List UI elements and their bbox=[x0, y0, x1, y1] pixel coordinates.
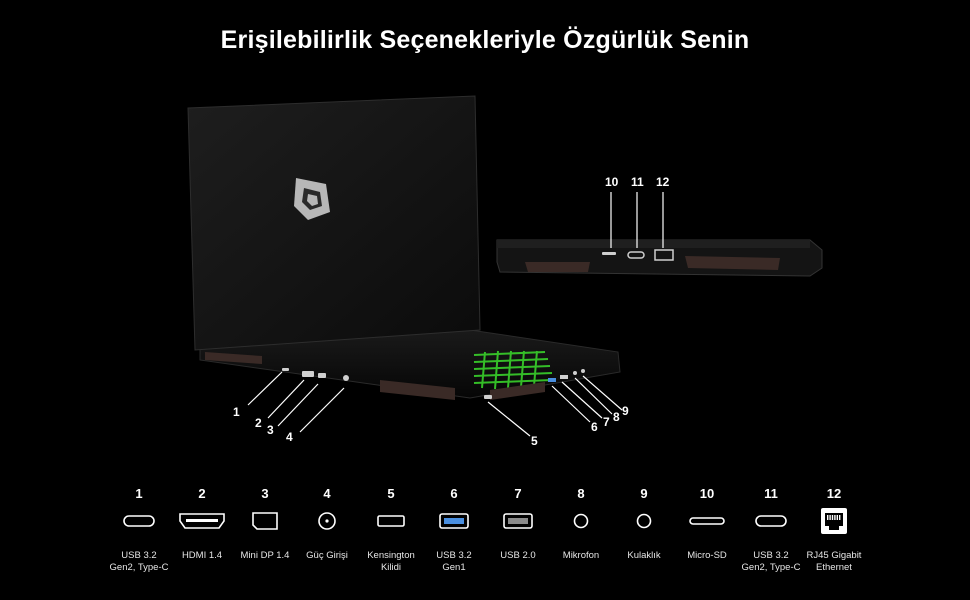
callout-9: 9 bbox=[622, 404, 629, 418]
port-label: Micro-SD bbox=[687, 550, 727, 561]
micro-sd-icon bbox=[689, 517, 725, 525]
ethernet-icon bbox=[821, 508, 847, 534]
port-item-mini-dp: 3 Mini DP 1.4 bbox=[220, 484, 310, 562]
usb-c-icon bbox=[755, 515, 787, 527]
port-label: Mini DP 1.4 bbox=[240, 550, 290, 561]
callout-8: 8 bbox=[613, 410, 620, 424]
port-label: Güç Girişi bbox=[306, 550, 348, 561]
callout-3: 3 bbox=[267, 423, 274, 437]
port-label: Kulaklık bbox=[627, 550, 661, 561]
port-label: Mikrofon bbox=[562, 550, 600, 561]
port-number: 3 bbox=[261, 486, 269, 501]
port-number: 11 bbox=[764, 486, 778, 501]
port-label: USB 2.0 bbox=[500, 550, 536, 561]
port-item-mic: 8 Mikrofon bbox=[536, 484, 626, 562]
callout-11: 11 bbox=[631, 175, 644, 189]
callout-6: 6 bbox=[591, 420, 598, 434]
kensington-icon bbox=[377, 515, 405, 527]
port-number: 6 bbox=[450, 486, 458, 501]
usb-c-icon bbox=[123, 515, 155, 527]
callout-1: 1 bbox=[233, 405, 240, 419]
port-number: 5 bbox=[387, 486, 395, 501]
usb-a-blue-icon bbox=[439, 513, 469, 529]
page-title: Erişilebilirlik Seçenekleriyle Özgürlük … bbox=[220, 26, 750, 54]
callout-12: 12 bbox=[656, 175, 670, 189]
callout-lines bbox=[247, 192, 664, 437]
port-number: 8 bbox=[577, 486, 585, 501]
port-item-hdmi: 2 HDMI 1.4 bbox=[157, 484, 247, 562]
port-number: 12 bbox=[826, 486, 842, 501]
keyboard-glow bbox=[473, 350, 553, 390]
callout-7: 7 bbox=[603, 415, 610, 429]
callout-10: 10 bbox=[605, 175, 619, 189]
headphone-jack-icon bbox=[636, 513, 652, 529]
port-number: 7 bbox=[514, 486, 522, 501]
port-item-micro-sd: 10 Micro-SD bbox=[662, 484, 752, 562]
usb-a-gray-icon bbox=[503, 513, 533, 529]
hdmi-icon bbox=[179, 513, 225, 529]
port-label: HDMI 1.4 bbox=[181, 550, 223, 561]
port-number: 10 bbox=[699, 486, 715, 501]
callout-2: 2 bbox=[255, 416, 262, 430]
power-jack-icon bbox=[318, 512, 336, 530]
port-number: 1 bbox=[135, 486, 143, 501]
mini-dp-icon bbox=[252, 512, 278, 530]
mic-jack-icon bbox=[573, 513, 589, 529]
brand-logo bbox=[294, 178, 330, 220]
port-number: 9 bbox=[640, 486, 648, 501]
laptop-illustration bbox=[187, 95, 823, 437]
laptop-side-view bbox=[496, 239, 823, 277]
port-number: 2 bbox=[198, 486, 206, 501]
port-item-headphone: 9 Kulaklık bbox=[599, 484, 689, 562]
callout-4: 4 bbox=[286, 430, 293, 444]
laptop-rear-view bbox=[187, 95, 621, 400]
port-item-usb-2: 7 USB 2.0 bbox=[473, 484, 563, 562]
port-item-power: 4 Güç Girişi bbox=[282, 484, 372, 562]
callout-5: 5 bbox=[531, 434, 538, 448]
port-number: 4 bbox=[323, 486, 331, 501]
